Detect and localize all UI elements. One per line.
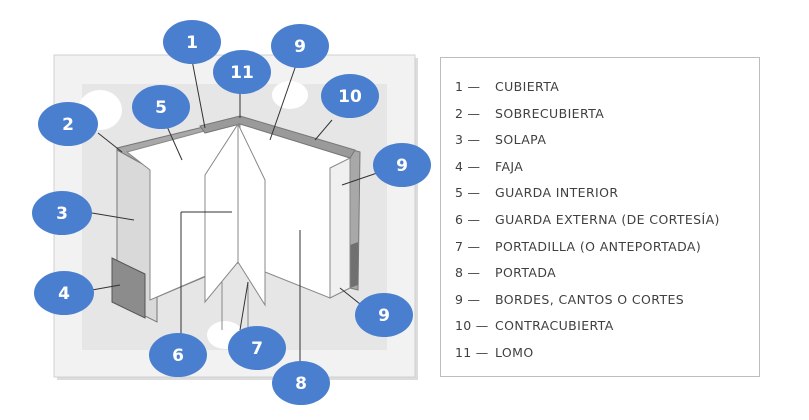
callout-label: 5 bbox=[155, 98, 167, 118]
callout-10: 10 bbox=[321, 74, 379, 118]
legend-number: 11 — bbox=[455, 344, 489, 360]
callout-6: 6 bbox=[149, 333, 207, 377]
callout-1: 1 bbox=[163, 20, 221, 64]
callout-label: 8 bbox=[295, 374, 307, 394]
legend-label: GUARDA EXTERNA (DE CORTESÍA) bbox=[495, 211, 720, 227]
legend-label: CUBIERTA bbox=[495, 79, 560, 94]
callout-label: 9 bbox=[396, 156, 408, 176]
legend-label: SOLAPA bbox=[495, 132, 547, 148]
callout-label: 3 bbox=[56, 204, 68, 224]
callout-4: 4 bbox=[34, 271, 94, 315]
callout-label: 1 bbox=[186, 33, 198, 53]
legend-list: 1 — CUBIERTA 2 — SOBRECUBIERTA 3 — SOLAPA 4 — F… bbox=[455, 74, 720, 367]
legend-item: 9 — BORDES, CANTOS O CORTES bbox=[455, 287, 720, 314]
callout-3: 3 bbox=[32, 191, 92, 235]
legend-number: 2 — bbox=[455, 105, 481, 121]
legend-number: 6 — bbox=[455, 211, 481, 227]
legend-number: 5 — bbox=[455, 185, 481, 201]
legend-label: LOMO bbox=[495, 344, 534, 360]
legend-item: 11 — LOMO bbox=[455, 340, 720, 367]
callout-label: 9 bbox=[294, 37, 306, 57]
callout-7: 7 bbox=[228, 326, 286, 370]
callout-label: 9 bbox=[378, 306, 390, 326]
legend-label: BORDES, CANTOS O CORTES bbox=[495, 291, 685, 307]
callout-label: 2 bbox=[62, 115, 74, 135]
legend-item: 7 — PORTADILLA (O ANTEPORTADA) bbox=[455, 234, 720, 261]
callout-label: 7 bbox=[251, 339, 263, 359]
legend-item: 6 — GUARDA EXTERNA (DE CORTESÍA) bbox=[455, 207, 720, 234]
legend-number: 3 — bbox=[455, 132, 481, 148]
legend-item: 5 — GUARDA INTERIOR bbox=[455, 180, 720, 207]
legend-item: 8 — PORTADA bbox=[455, 260, 720, 287]
legend-label: FAJA bbox=[495, 158, 524, 174]
legend-number: 4 — bbox=[455, 158, 481, 174]
callout-9-top: 9 bbox=[271, 24, 329, 68]
callout-2: 2 bbox=[38, 102, 98, 146]
callout-group: 1 2 3 4 5 6 7 8 bbox=[32, 20, 431, 405]
legend-label: PORTADILLA (O ANTEPORTADA) bbox=[495, 238, 702, 254]
legend-number: 9 — bbox=[455, 291, 481, 307]
page-edges bbox=[329, 157, 351, 299]
callout-label: 10 bbox=[338, 87, 362, 107]
callout-9-bottom: 9 bbox=[355, 293, 413, 337]
legend-item: 10 — CONTRACUBIERTA bbox=[455, 313, 720, 340]
open-book bbox=[111, 115, 361, 330]
legend-label: PORTADA bbox=[495, 265, 557, 281]
legend-number: 10 — bbox=[455, 318, 489, 334]
legend-item: 3 — SOLAPA bbox=[455, 127, 720, 154]
legend-item: 2 — SOBRECUBIERTA bbox=[455, 101, 720, 128]
legend-item: 4 — FAJA bbox=[455, 154, 720, 181]
flying-page-2 bbox=[237, 123, 266, 307]
legend-label: SOBRECUBIERTA bbox=[495, 105, 605, 121]
callout-label: 11 bbox=[230, 63, 254, 83]
callout-9-right: 9 bbox=[373, 143, 431, 187]
legend-label: GUARDA INTERIOR bbox=[495, 185, 619, 201]
callout-label: 6 bbox=[172, 346, 184, 366]
callout-11: 11 bbox=[213, 50, 271, 94]
legend-number: 7 — bbox=[455, 238, 481, 254]
book-band bbox=[111, 257, 146, 319]
callout-8: 8 bbox=[272, 361, 330, 405]
legend-label: CONTRACUBIERTA bbox=[495, 318, 614, 334]
book-right-strip bbox=[350, 242, 358, 288]
backdrop-blob bbox=[272, 81, 308, 109]
callout-label: 4 bbox=[58, 284, 70, 304]
legend-box: 1 — CUBIERTA 2 — SOBRECUBIERTA 3 — SOLAPA 4 — F… bbox=[440, 57, 760, 377]
legend-number: 1 — bbox=[455, 79, 481, 94]
callout-5: 5 bbox=[132, 85, 190, 129]
legend-number: 8 — bbox=[455, 265, 481, 281]
legend-item: 1 — CUBIERTA bbox=[455, 74, 720, 101]
